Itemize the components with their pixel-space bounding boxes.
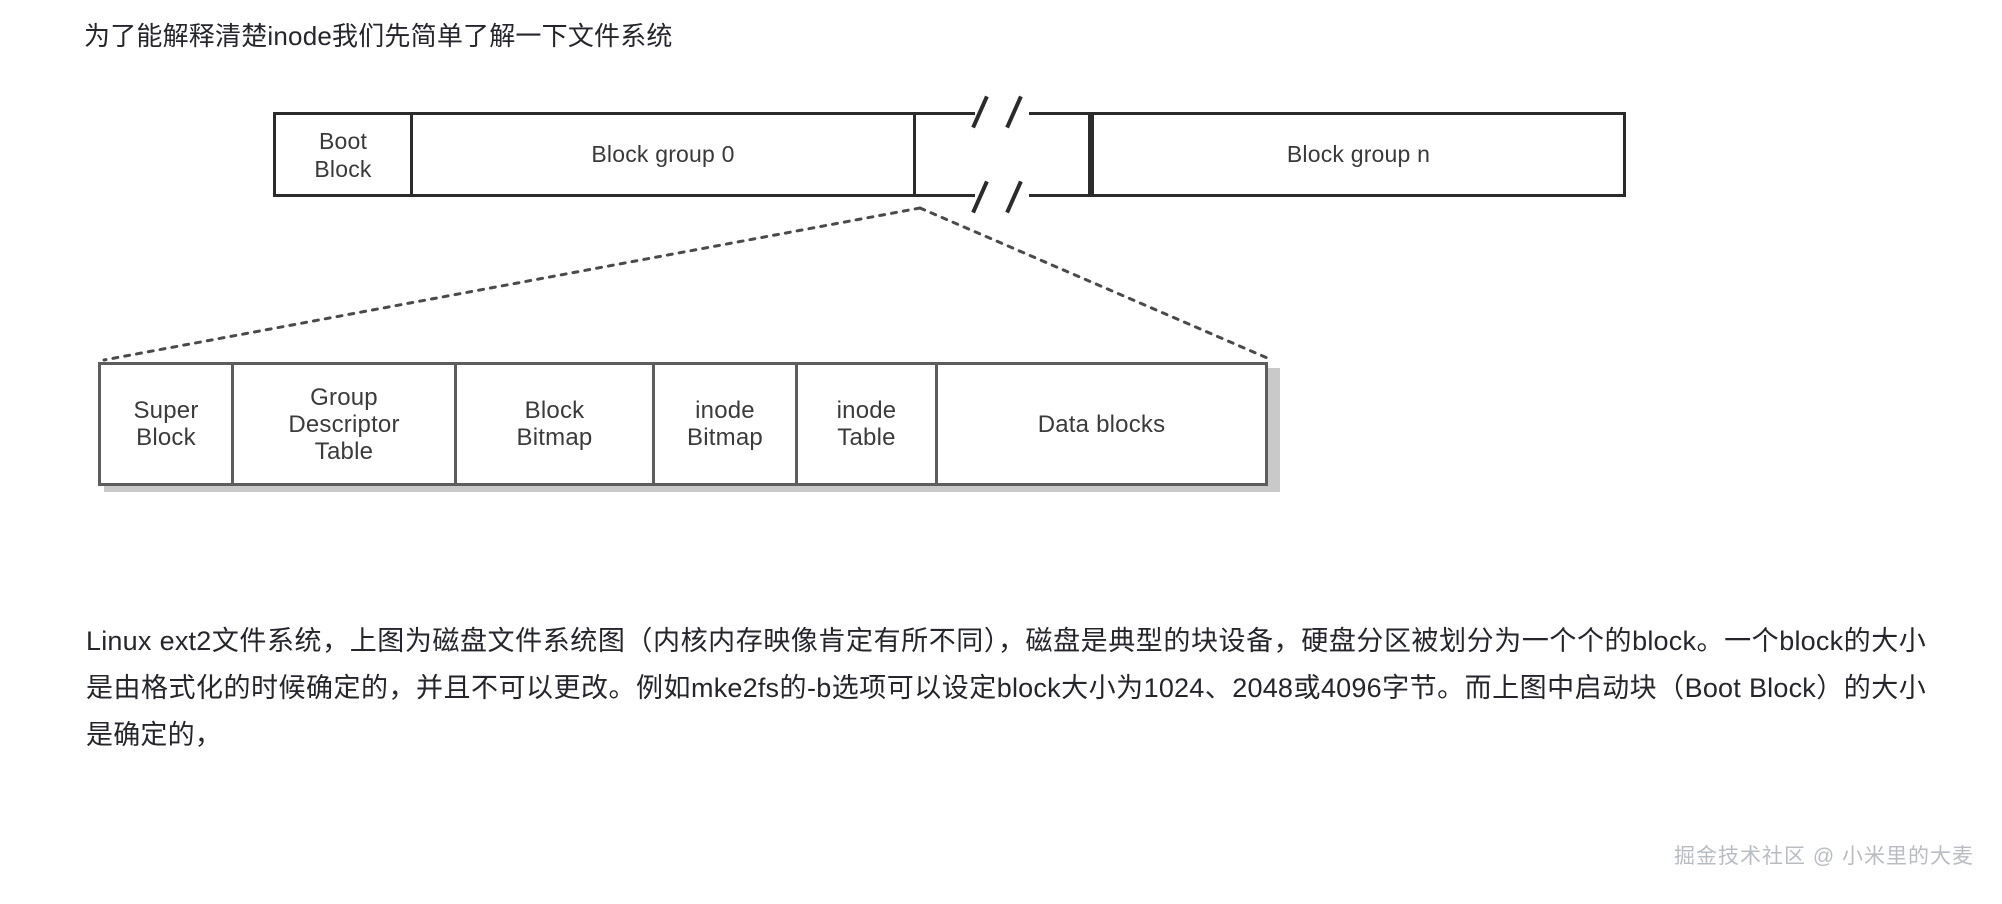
body-paragraph: Linux ext2文件系统，上图为磁盘文件系统图（内核内存映像肯定有所不同），… <box>86 626 1926 750</box>
filesystem-diagram: Boot Block Block group 0 Block group n S… <box>0 80 2002 492</box>
projection-line-left <box>102 206 922 362</box>
disk-cell-break-gap <box>913 95 1091 214</box>
disk-layout-strip: Boot Block Block group 0 Block group n <box>273 95 1626 214</box>
disk-cell-boot-block: Boot Block <box>273 112 410 197</box>
data-blocks-label: Data blocks <box>1037 410 1166 438</box>
detail-cell-super-block: Super Block <box>101 365 234 483</box>
disk-cell-block-group-0: Block group 0 <box>410 112 913 197</box>
watermark: 掘金技术社区 @ 小米里的大麦 <box>1674 845 1974 868</box>
group-descriptor-table-label: Group Descriptor Table <box>288 383 400 465</box>
block-group-n-label: Block group n <box>1286 141 1431 167</box>
gap-rule-bottom-right <box>1029 194 1091 197</box>
disk-cell-block-group-n: Block group n <box>1091 112 1626 197</box>
detail-cell-inode-bitmap: inode Bitmap <box>655 365 798 483</box>
detail-cell-block-bitmap: Block Bitmap <box>457 365 655 483</box>
inode-table-label: inode Table <box>836 397 897 451</box>
gap-rule-top-left <box>913 112 975 115</box>
detail-cell-data-blocks: Data blocks <box>938 365 1265 483</box>
projection-line-right <box>918 206 1274 362</box>
super-block-label: Super Block <box>133 397 199 451</box>
detail-cell-group-descriptor-table: Group Descriptor Table <box>234 365 457 483</box>
gap-rule-top-right <box>1029 112 1091 115</box>
projection-lines <box>102 206 1274 362</box>
boot-block-label: Boot Block <box>314 127 372 182</box>
detail-cell-inode-table: inode Table <box>798 365 938 483</box>
block-group-detail-strip: Super Block Group Descriptor Table Block… <box>98 362 1268 486</box>
block-group-0-label: Block group 0 <box>591 141 735 167</box>
block-bitmap-label: Block Bitmap <box>516 397 593 451</box>
inode-bitmap-label: inode Bitmap <box>687 397 763 451</box>
intro-paragraph: 为了能解释清楚inode我们先简单了解一下文件系统 <box>84 21 673 51</box>
gap-rule-bottom-left <box>913 194 975 197</box>
